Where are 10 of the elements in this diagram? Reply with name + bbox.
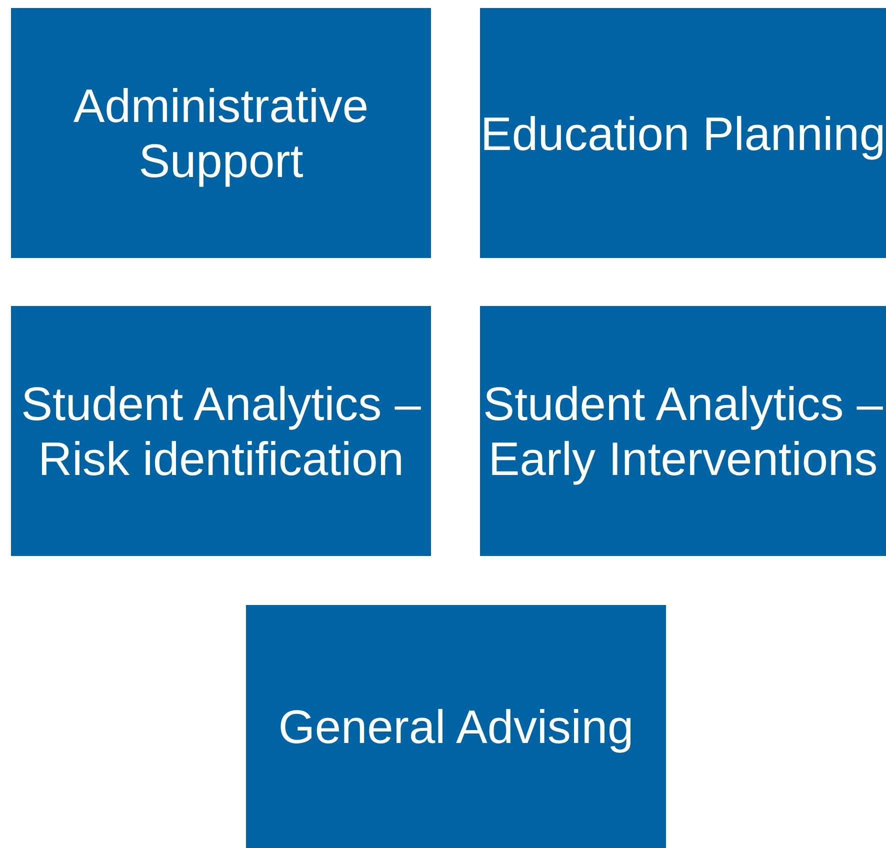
process-box — [11, 8, 431, 258]
box-label: Student Analytics – Risk identification — [20, 376, 422, 486]
process-box — [480, 306, 886, 556]
box-label: General Advising — [278, 699, 634, 754]
process-box — [480, 8, 886, 258]
box-label: Student Analytics – Early Interventions — [482, 376, 884, 486]
process-box — [246, 605, 666, 848]
box-label: Education Planning — [480, 106, 886, 160]
box-label: Administrative Support — [72, 78, 370, 188]
process-box — [11, 306, 431, 556]
